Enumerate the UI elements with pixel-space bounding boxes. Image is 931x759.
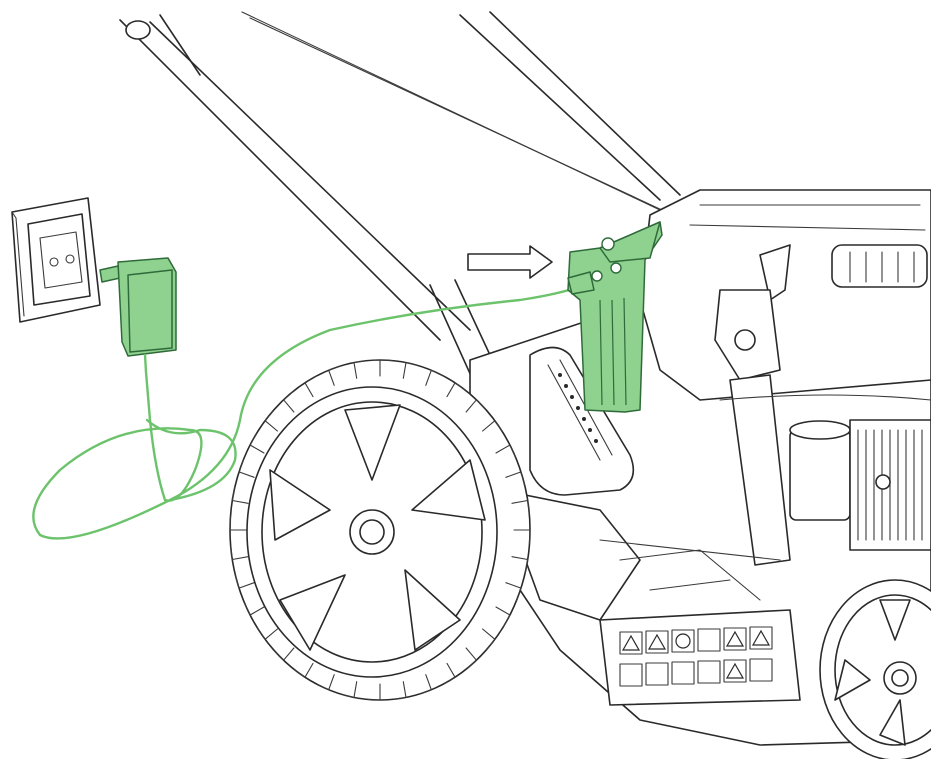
tread-tooth — [238, 458, 255, 478]
tread-tooth — [446, 382, 466, 398]
tread-tooth — [353, 360, 367, 379]
tread-tooth — [341, 681, 358, 698]
tread-tooth — [419, 674, 432, 695]
tread-tooth — [495, 444, 517, 458]
tread-tooth — [317, 674, 335, 691]
tread-tooth — [505, 471, 526, 486]
tread-tooth — [304, 375, 317, 398]
tread-tooth — [274, 647, 295, 661]
tread-tooth — [505, 582, 522, 602]
charging-cable — [32, 283, 587, 540]
tread-tooth — [465, 647, 477, 670]
tread-tooth — [234, 574, 255, 589]
tread-tooth — [465, 399, 486, 413]
tread-tooth — [511, 556, 529, 574]
tread-tooth — [425, 369, 443, 386]
tread-tooth — [393, 681, 407, 700]
tread-tooth — [257, 627, 278, 640]
tread-tooth — [294, 662, 314, 678]
tread-tooth — [379, 359, 393, 377]
rear-wheel — [819, 579, 931, 759]
tread-tooth — [402, 362, 419, 379]
tread-tooth — [229, 515, 247, 531]
tread-tooth — [482, 628, 496, 650]
tread-tooth — [230, 545, 249, 561]
tread-tooth — [264, 410, 278, 432]
tread-tooth — [513, 529, 531, 545]
tread-tooth — [328, 365, 341, 386]
tread-tooth — [482, 420, 503, 433]
wall-socket — [11, 197, 101, 323]
warning-label-icons — [619, 626, 773, 687]
tread-tooth — [495, 606, 511, 628]
tread-tooth — [511, 499, 530, 515]
tread-tooth — [443, 662, 456, 685]
arrow-right-icon — [467, 245, 553, 279]
warning-label-panel — [599, 549, 801, 706]
front-wheel — [229, 359, 531, 701]
tread-tooth — [231, 486, 249, 504]
charger-adapter — [99, 257, 177, 357]
tread-tooth — [283, 390, 295, 413]
tread-tooth — [249, 432, 265, 454]
battery-pack — [567, 221, 663, 413]
tread-tooth — [367, 683, 381, 701]
tread-tooth — [243, 602, 265, 616]
